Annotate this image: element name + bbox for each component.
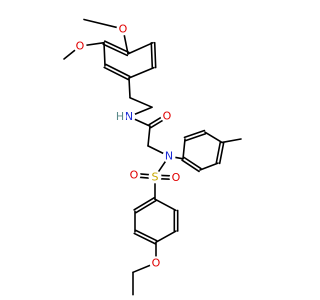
bond-c3-c4-b <box>104 63 131 78</box>
bond-c2-c3 <box>103 41 106 67</box>
atom-o-methoxy-left-bg <box>73 39 87 53</box>
atom-o-ethoxy-bg <box>149 256 163 270</box>
atom-o-sulfonyl-left: O <box>130 169 139 182</box>
atom-o-sulfonyl-right: O <box>172 171 181 184</box>
atom-s-sulfonyl-bg <box>148 170 162 184</box>
bond-c5-c6-b <box>153 41 157 69</box>
bond-c1-c2-b <box>103 40 130 54</box>
bond-t3-t4-b <box>218 141 225 165</box>
bond-t1-t2-b <box>184 132 207 142</box>
bond-c6-c1 <box>127 41 154 55</box>
atom-o-sulfonyl-right-bg <box>169 171 183 185</box>
bond-t3-tMe <box>221 138 242 144</box>
atom-o-sulfonyl-left-bg <box>127 168 141 182</box>
bond-e4-e5 <box>155 230 177 244</box>
bond-t4-t5 <box>199 162 219 171</box>
bond-t5-t6-b <box>181 159 200 173</box>
bond-e6-e1 <box>154 198 177 212</box>
bond-c1-c2-b <box>102 43 129 57</box>
atom-h-amide-bg <box>113 110 127 124</box>
atom-n-sulfonamide-bg <box>162 149 176 163</box>
atom-s-sulfonyl: S <box>152 170 159 183</box>
bond-c4-cA <box>128 77 131 99</box>
bond-t1-t2-b <box>183 129 206 139</box>
bond-e1-e2-b <box>133 196 155 211</box>
bond-c4-c5 <box>128 66 155 79</box>
bond-cM1-oM1 <box>83 18 124 30</box>
bond-t6-t1 <box>182 138 186 160</box>
bond-t5-t6-b <box>183 156 202 170</box>
atom-o-carbonyl: O <box>163 109 172 122</box>
bond-cC-cD <box>147 125 151 147</box>
atom-n-sulfonamide: N <box>165 150 173 163</box>
bond-t3-t4-b <box>215 141 222 164</box>
atom-o-ethoxy: O <box>152 256 161 269</box>
atom-o-methoxy-top: O <box>119 22 128 35</box>
bond-e3-e4-b <box>133 232 157 245</box>
bond-cA-cB <box>129 96 153 108</box>
bond-layer <box>63 18 242 296</box>
bond-c5-c6-b <box>150 41 154 69</box>
bond-e1-e2-b <box>135 199 157 214</box>
bond-e3-e4-b <box>134 229 158 242</box>
atom-n-amide: N <box>125 110 133 123</box>
bond-c3-c4-b <box>103 66 130 81</box>
atom-o-methoxy-top-bg <box>116 22 130 36</box>
bond-t2-t3 <box>204 131 223 144</box>
atom-o-carbonyl-bg <box>160 109 174 123</box>
atom-n-amide-bg <box>122 110 136 124</box>
atom-h-amide: H <box>116 110 124 123</box>
atom-o-methoxy-left: O <box>76 40 85 53</box>
